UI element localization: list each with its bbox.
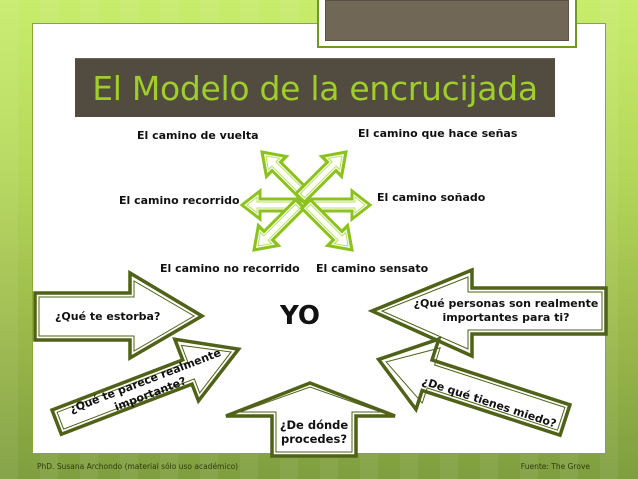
label-camino-sonado: El camino soñado (377, 191, 486, 204)
question-que-personas: ¿Qué personas son realmente importantes … (408, 297, 604, 325)
label-camino-sensato: El camino sensato (316, 262, 429, 275)
label-camino-que-hace-senas: El camino que hace señas (358, 127, 518, 140)
slide-title: El Modelo de la encrucijada (92, 69, 538, 108)
question-que-personas-line2: importantes para ti? (442, 311, 570, 324)
arrow-de-donde (225, 381, 396, 458)
decorative-header-box (317, 0, 577, 48)
arrow-de-que-tienes-miedo (375, 336, 573, 438)
arrow-que-personas (367, 267, 608, 359)
question-de-donde-line2: procedes? (281, 432, 347, 446)
question-de-donde: ¿De dónde procedes? (272, 418, 356, 446)
arrow-que-te-parece (49, 337, 242, 437)
footer-source: Fuente: The Grove (520, 462, 590, 471)
title-bar: El Modelo de la encrucijada (75, 58, 555, 117)
question-que-te-estorba: ¿Qué te estorba? (55, 310, 161, 323)
label-camino-no-recorrido: El camino no recorrido (160, 262, 300, 275)
question-de-donde-line1: ¿De dónde (279, 418, 349, 432)
question-que-personas-line1: ¿Qué personas son realmente (413, 297, 599, 310)
arrow-que-te-estorba (33, 269, 206, 362)
cross-arrows-icon (240, 140, 372, 262)
center-label-yo: YO (280, 301, 321, 331)
footer-author: PhD. Susana Archondo (material sólo uso … (37, 462, 239, 471)
decorative-header-box-fill (325, 0, 569, 41)
label-camino-recorrido: El camino recorrido (119, 194, 240, 207)
label-camino-de-vuelta: El camino de vuelta (137, 129, 259, 142)
